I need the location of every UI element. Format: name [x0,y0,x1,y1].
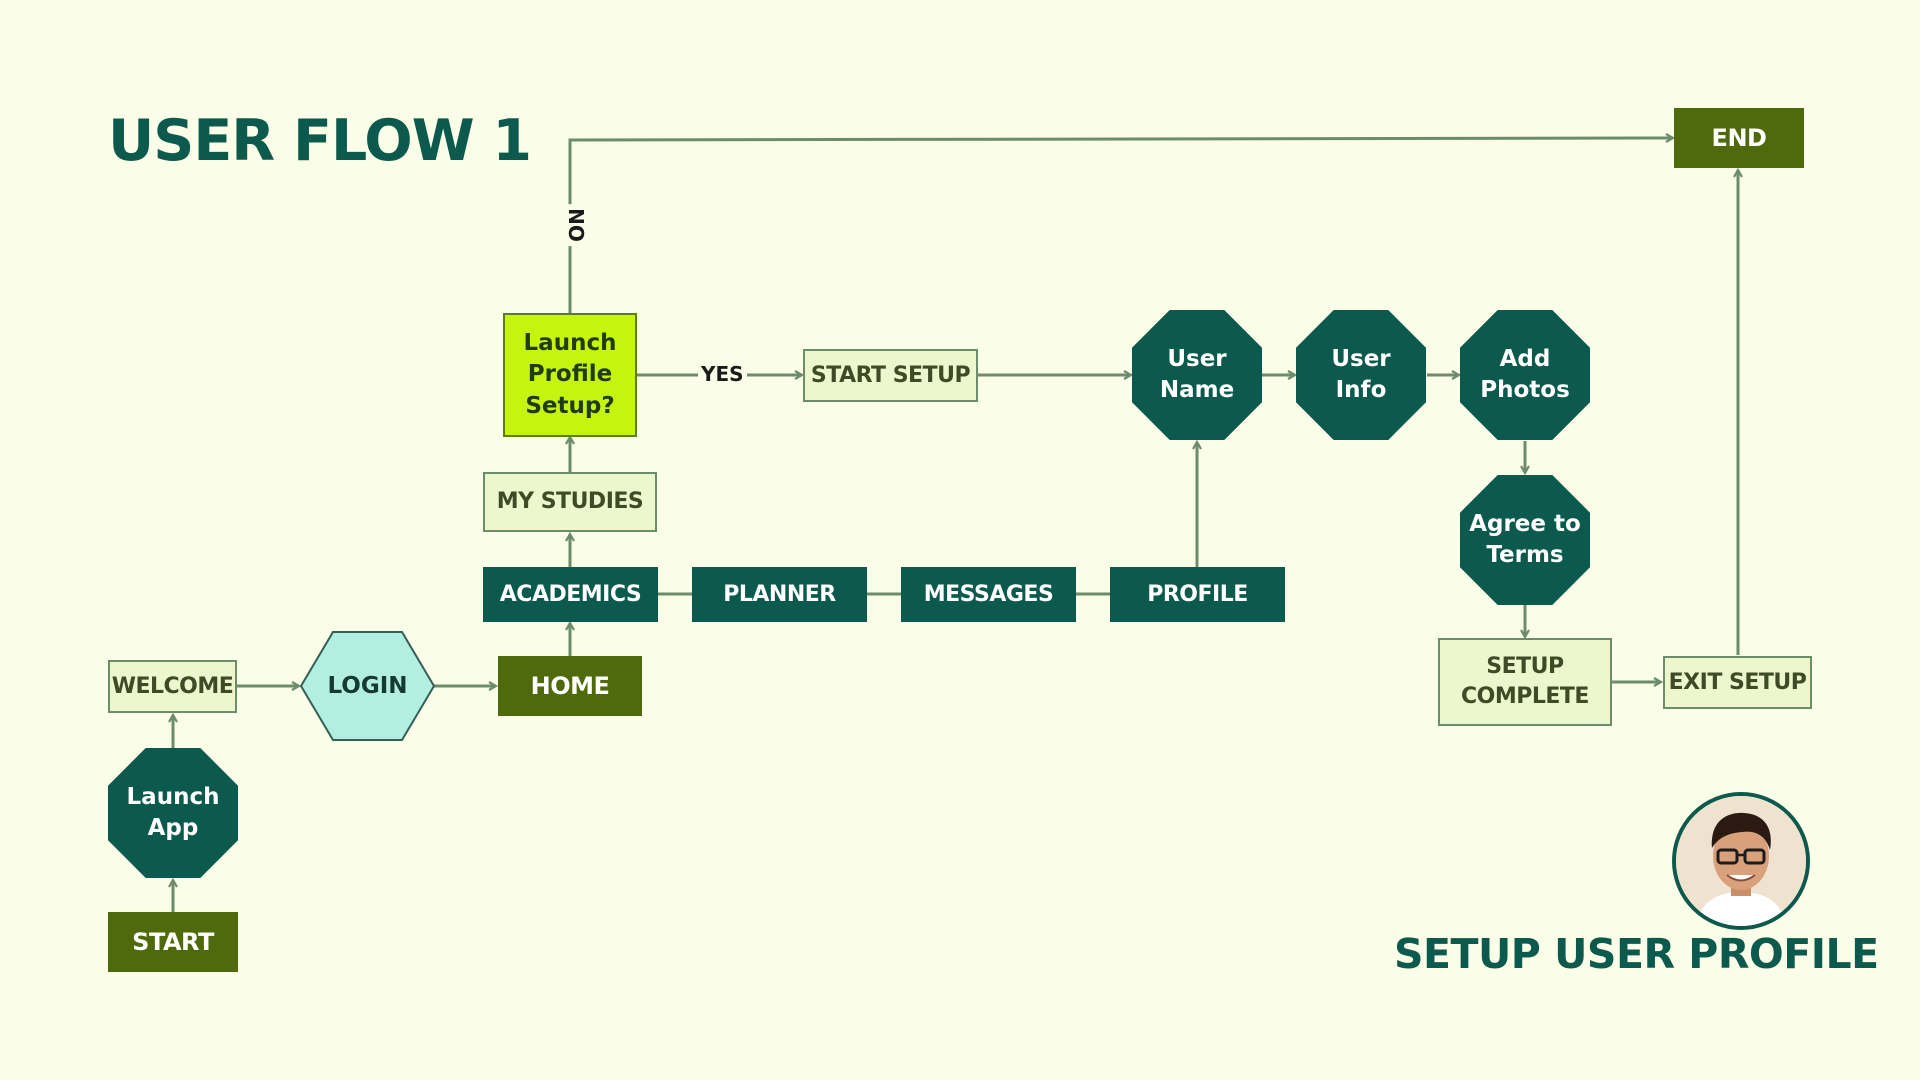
start-setup-node[interactable]: START SETUP [803,349,978,402]
profile-node[interactable]: PROFILE [1110,567,1285,622]
decision-label-3: Setup? [525,392,615,419]
messages-node[interactable]: MESSAGES [901,567,1076,622]
edge-decision-end-no [568,138,1673,313]
user-info-label-2: Info [1335,377,1387,403]
edge-label-no: NO [563,204,588,246]
setup-complete-node[interactable]: SETUP COMPLETE [1438,638,1612,726]
login-hexagon-shape [300,631,435,741]
user-name-label-1: User [1167,345,1227,372]
user-avatar-icon [1672,792,1810,930]
welcome-node[interactable]: WELCOME [108,660,237,713]
launch-app-label-2: App [147,815,199,841]
flow-subtitle: SETUP USER PROFILE [1394,930,1879,978]
end-node[interactable]: END [1674,108,1804,168]
start-node[interactable]: START [108,912,238,972]
user-info-label-1: User [1331,345,1391,372]
edge-label-yes: YES [698,362,747,386]
login-node[interactable]: LOGIN [300,631,435,741]
add-photos-label-2: Photos [1480,377,1570,403]
agree-terms-label-1: Agree to [1469,510,1581,537]
exit-setup-node[interactable]: EXIT SETUP [1663,656,1812,709]
agree-terms-node[interactable]: Agree to Terms [1460,475,1590,605]
my-studies-node[interactable]: MY STUDIES [483,472,657,532]
decision-label-2: Profile [527,361,613,388]
agree-terms-label-2: Terms [1486,542,1564,568]
academics-node[interactable]: ACADEMICS [483,567,658,622]
setup-complete-label-1: SETUP [1486,654,1564,680]
avatar-portrait-drawing [1676,796,1806,926]
add-photos-label-1: Add [1499,345,1551,372]
user-name-label-2: Name [1159,377,1235,403]
planner-node[interactable]: PLANNER [692,567,867,622]
login-label: LOGIN [327,673,408,699]
launch-app-label-1: Launch [126,783,220,810]
decision-label-1: Launch [523,330,617,357]
setup-complete-label-2: COMPLETE [1461,684,1589,709]
home-node[interactable]: HOME [498,656,642,716]
page-title: USER FLOW 1 [108,108,532,174]
